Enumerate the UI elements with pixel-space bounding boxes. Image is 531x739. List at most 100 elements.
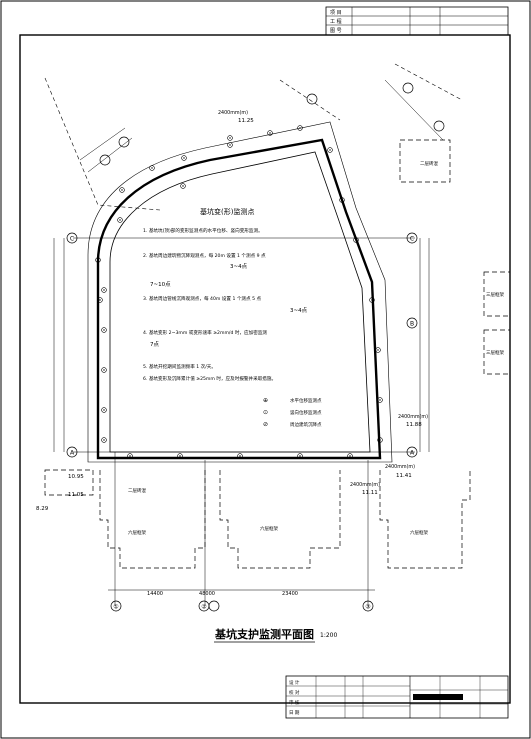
- axis-bubble-1: ①: [113, 604, 118, 611]
- monitoring-point-dot: [103, 439, 105, 441]
- monitoring-point-dot: [239, 455, 241, 457]
- tb-bottom-1: 设 计: [289, 679, 300, 686]
- drawing-scale: 1:200: [320, 632, 337, 639]
- monitoring-point-dot: [99, 299, 101, 301]
- monitoring-point: [339, 197, 345, 203]
- elevation-1: 11.25: [238, 118, 254, 124]
- note-count-4: 7点: [150, 341, 159, 348]
- legend-symbol-3: ⊘: [263, 421, 268, 428]
- building-label-5: 六层框架: [128, 529, 146, 536]
- tb-bottom-2: 校 对: [289, 689, 300, 696]
- sheet-border-inner: [19, 34, 511, 704]
- monitoring-point: [327, 147, 333, 153]
- monitoring-point: [237, 453, 243, 459]
- monitoring-point: [101, 407, 107, 413]
- monitoring-point: [181, 155, 187, 161]
- monitoring-point: [267, 130, 273, 136]
- monitoring-point-dot: [229, 137, 231, 139]
- note-5: 5. 基坑开挖期间监测频率 1 次/天。: [143, 363, 216, 370]
- axis-bubble-b: B: [410, 321, 414, 328]
- monitoring-point-dot: [103, 289, 105, 291]
- monitoring-point-dot: [377, 349, 379, 351]
- axis-bubble-2: ②: [201, 604, 207, 611]
- building-label-7: 六层框架: [410, 529, 428, 536]
- monitoring-point-dot: [121, 189, 123, 191]
- tb-top-3: 图 号: [330, 28, 342, 34]
- monitoring-point-dot: [371, 299, 373, 301]
- monitoring-point: [117, 217, 123, 223]
- monitoring-point-dot: [182, 185, 184, 187]
- note-3: 3. 基坑周边管线沉降观测点，每 40m 设置 1 个测点 5 点: [143, 295, 261, 302]
- foundation-pit-outline: [87, 121, 393, 463]
- monitoring-point-dot: [269, 132, 271, 134]
- note-4: 4. 基坑变形 2~3mm 或变形速率 ≥2mm/d 时，应加密监测: [143, 329, 267, 336]
- monitoring-point-dot: [129, 455, 131, 457]
- axis-bubble-c-right: C: [410, 236, 414, 243]
- elevation-2: 11.88: [406, 422, 422, 428]
- elevation-7: 8.29: [36, 506, 49, 512]
- monitoring-point: [353, 237, 359, 243]
- elevation-4: 11.11: [362, 490, 378, 496]
- monitoring-point-dot: [119, 219, 121, 221]
- dim-bottom-2: 48000: [199, 591, 215, 597]
- legend: ⊕ 水平位移监测点 ⊙ 竖向位移监测点 ⊘ 周边建筑沉降点: [263, 397, 322, 428]
- existing-boundary-lines: [44, 63, 463, 211]
- monitoring-point: [369, 297, 375, 303]
- notes-heading: 基坑变(形)监测点: [200, 207, 254, 216]
- elevation-3: 11.41: [396, 473, 412, 479]
- monitoring-point-dot: [103, 409, 105, 411]
- monitoring-point: [101, 287, 107, 293]
- monitoring-point: [149, 165, 155, 171]
- monitoring-point-dot: [299, 127, 301, 129]
- dimension-lines: 14400 48000 23400: [53, 79, 444, 597]
- legend-label-2: 竖向位移监测点: [290, 409, 322, 416]
- monitoring-point-dot: [379, 399, 381, 401]
- monitoring-point: [101, 327, 107, 333]
- pipe-label-3: 2400mm(m): [385, 464, 415, 470]
- monitoring-point: [177, 453, 183, 459]
- monitoring-point: [227, 135, 233, 141]
- title-block-top: 项 目 工 程 图 号: [325, 6, 509, 36]
- monitoring-point: [227, 142, 233, 148]
- axis-bubble-a-right: A: [410, 450, 415, 457]
- monitoring-point-dot: [183, 157, 185, 159]
- monitoring-point: [297, 125, 303, 131]
- note-6: 6. 基坑变形及沉降累计值 ≥25mm 时，应及时报警并采取措施。: [143, 375, 276, 382]
- building-label-3: 三层框架: [486, 349, 504, 356]
- monitoring-notes: 基坑变(形)监测点 1. 基坑坑(顶)部的变形监测点的水平位移、竖向变形监测。 …: [143, 207, 308, 382]
- monitoring-point-dot: [379, 439, 381, 441]
- monitoring-point-dot: [229, 144, 231, 146]
- monitoring-point: [101, 367, 107, 373]
- monitoring-point: [297, 453, 303, 459]
- monitoring-point: [180, 183, 186, 189]
- pipe-label-4: 2400mm(m): [350, 482, 380, 488]
- tb-bottom-3: 审 核: [289, 699, 300, 706]
- legend-label-1: 水平位移监测点: [290, 397, 322, 404]
- elevation-marks: 2400mm(m) 11.25 2400mm(m) 11.88 2400mm(m…: [36, 110, 428, 512]
- axis-bubble-3: ③: [365, 604, 370, 611]
- drawing-title: 基坑支护监测平面图: [214, 627, 314, 641]
- note-1: 1. 基坑坑(顶)部的变形监测点的水平位移、竖向变形监测。: [143, 227, 263, 234]
- legend-symbol-1: ⊕: [263, 397, 268, 404]
- monitoring-point-dot: [151, 167, 153, 169]
- note-2: 2. 基坑周边建筑物沉降观测点，每 20m 设置 1 个测点 9 点: [143, 252, 266, 259]
- building-label-4: 二层砖混: [128, 487, 146, 494]
- dim-bottom-3: 23400: [282, 591, 298, 597]
- elevation-6: 11.05: [68, 492, 84, 498]
- note-count-1: 3~4点: [230, 263, 248, 270]
- monitoring-point: [101, 437, 107, 443]
- monitoring-point: [375, 347, 381, 353]
- grid-axes: C A C B A ① ② ③: [66, 82, 445, 612]
- monitoring-point-dot: [97, 259, 99, 261]
- elevation-5: 10.95: [68, 474, 84, 480]
- tb-top-2: 工 程: [330, 18, 342, 25]
- tb-top-1: 项 目: [330, 10, 342, 16]
- building-label-6: 六层框架: [260, 525, 278, 532]
- legend-symbol-2: ⊙: [263, 409, 268, 416]
- monitoring-point-dot: [179, 455, 181, 457]
- monitoring-point: [95, 257, 101, 263]
- monitoring-point-dot: [349, 455, 351, 457]
- monitoring-point-dot: [355, 239, 357, 241]
